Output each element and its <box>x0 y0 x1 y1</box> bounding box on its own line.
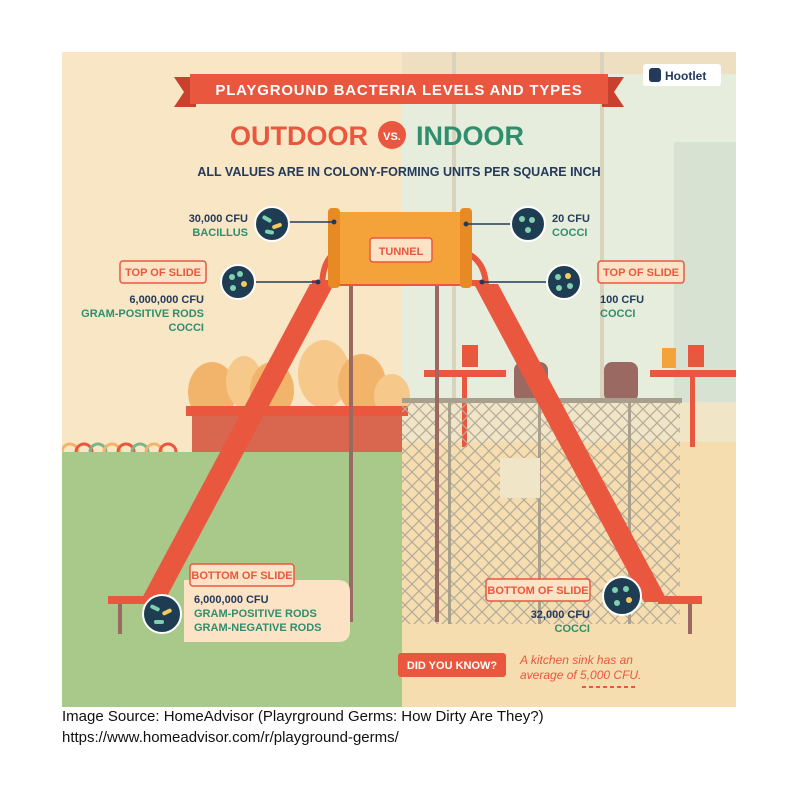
bacillus-icon <box>254 206 290 242</box>
cocci-icon-indoor-bottom <box>602 576 642 616</box>
indoor-bottom-type: COCCI <box>555 623 590 635</box>
indoor-window-frame-2 <box>600 52 604 402</box>
cocci-icon-outdoor-top <box>220 264 256 300</box>
outdoor-heading: OUTDOOR <box>230 121 368 151</box>
left-slide-foot <box>108 596 152 604</box>
image-source-url: https://www.homeadvisor.com/r/playground… <box>62 729 399 746</box>
outdoor-top-type2: COCCI <box>169 322 204 334</box>
tunnel-rim-right <box>460 208 472 288</box>
fence-sign <box>500 458 540 498</box>
cocci-icon-indoor-top <box>546 264 582 300</box>
outdoor-top-value: 6,000,000 CFU <box>129 294 204 306</box>
right-slide-stand <box>688 604 692 634</box>
outdoor-bottom-label-box <box>189 563 295 587</box>
did-you-know-label: DID YOU KNOW? <box>407 660 498 672</box>
outdoor-tunnel-type: BACILLUS <box>192 227 248 239</box>
indoor-bottom-label-box <box>485 578 591 602</box>
connector-dot-mr <box>479 279 485 285</box>
indoor-bottom-value: 32,000 CFU <box>531 609 590 621</box>
owl-icon <box>649 68 661 82</box>
connector-dot-tl <box>331 219 337 225</box>
indoor-wall-panel <box>674 142 736 442</box>
indoor-heading: INDOOR <box>416 121 524 151</box>
title-banner <box>174 74 624 107</box>
tunnel-post-right <box>435 252 439 622</box>
fence-post-3 <box>628 398 631 624</box>
connector-dot-ml <box>315 279 321 285</box>
tunnel-rim-left <box>328 208 340 288</box>
outdoor-bottom-type1: GRAM-POSITIVE RODS <box>194 608 317 620</box>
indoor-tunnel-value: 20 CFU <box>552 213 590 225</box>
title: PLAYGROUND BACTERIA LEVELS AND TYPES <box>215 82 582 99</box>
units-note: ALL VALUES ARE IN COLONY-FORMING UNITS P… <box>197 165 600 179</box>
indoor-tunnel-type: COCCI <box>552 227 587 239</box>
outdoor-tunnel-value: 30,000 CFU <box>189 213 248 225</box>
tunnel-label: TUNNEL <box>379 246 424 258</box>
infographic: TUNNEL <box>62 52 736 707</box>
brand-badge <box>643 64 721 86</box>
connector-lines <box>254 221 546 283</box>
indoor-top-label-box <box>597 260 685 284</box>
indoor-top-type: COCCI <box>600 308 635 320</box>
rods-icon-outdoor-bottom <box>142 594 182 634</box>
outdoor-bottom-type2: GRAM-NEGATIVE RODS <box>194 622 322 634</box>
outdoor-bottom-value: 6,000,000 CFU <box>194 594 269 606</box>
connector-dot-tr <box>463 221 469 227</box>
outdoor-bottom-label: BOTTOM OF SLIDE <box>191 570 292 582</box>
indoor-top-label: TOP OF SLIDE <box>603 267 679 279</box>
outdoor-top-label-box <box>119 260 207 284</box>
tunnel-label-box <box>369 237 433 263</box>
fence-post-2 <box>538 398 541 624</box>
image-source-caption: Image Source: HomeAdvisor (Playrground G… <box>62 708 544 725</box>
brand-name: Hootlet <box>665 69 706 83</box>
outdoor-bottom-callout <box>184 580 350 642</box>
outdoor-top-label: TOP OF SLIDE <box>125 267 201 279</box>
cocci-icon-indoor-tunnel <box>510 206 546 242</box>
fence-post <box>448 398 451 624</box>
vs-badge <box>378 121 406 149</box>
vs-label: VS. <box>383 131 401 143</box>
left-slide-stand <box>118 604 122 634</box>
ring-hoops <box>62 442 178 453</box>
did-you-know-badge <box>398 653 506 677</box>
right-slide-foot <box>658 596 702 604</box>
did-you-know-line1: A kitchen sink has an <box>519 653 633 667</box>
planter-rim <box>186 406 408 416</box>
did-you-know-line2: average of 5,000 CFU. <box>520 668 641 682</box>
tunnel-post-left <box>349 252 353 622</box>
indoor-bottom-label: BOTTOM OF SLIDE <box>487 585 588 597</box>
outdoor-top-type1: GRAM-POSITIVE RODS <box>81 308 204 320</box>
indoor-top-value: 100 CFU <box>600 294 644 306</box>
